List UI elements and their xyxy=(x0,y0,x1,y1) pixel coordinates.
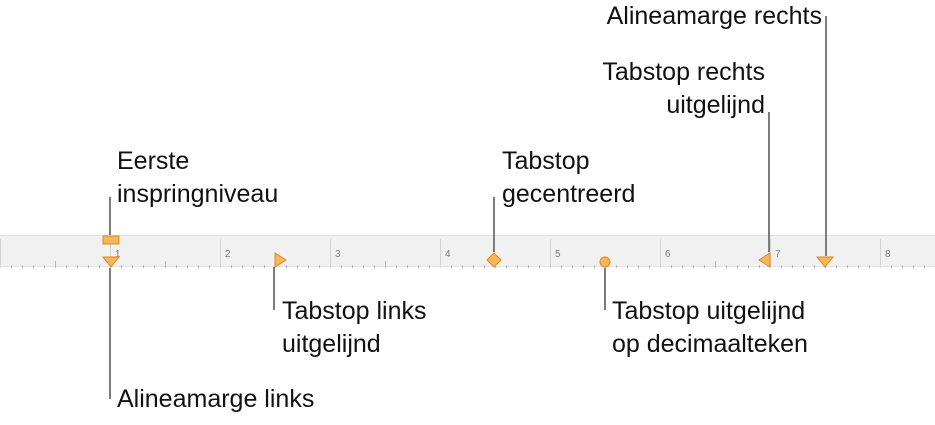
right-margin-marker[interactable] xyxy=(816,256,834,268)
left-tab-leader xyxy=(273,267,275,310)
first-indent-leader xyxy=(109,197,111,235)
left-margin-marker[interactable] xyxy=(102,256,120,268)
ruler-number: 3 xyxy=(335,249,341,260)
ruler-number: 7 xyxy=(775,249,781,260)
ruler-number: 8 xyxy=(885,249,891,260)
ruler: 1 2 3 4 5 6 7 8 xyxy=(0,235,935,268)
left-margin-label: Alineamarge links xyxy=(117,385,315,413)
ruler-number: 4 xyxy=(445,249,451,260)
right-margin-label: Alineamarge rechts xyxy=(606,2,822,30)
right-margin-leader xyxy=(825,16,827,256)
center-tab-marker[interactable] xyxy=(486,252,502,268)
ruler-number: 1 xyxy=(115,249,121,260)
decimal-tab-marker[interactable] xyxy=(598,255,612,269)
right-tab-leader xyxy=(768,112,770,252)
ruler-number: 6 xyxy=(665,249,671,260)
center-tab-leader xyxy=(493,197,495,252)
right-tab-marker[interactable] xyxy=(758,252,772,268)
decimal-tab-leader xyxy=(604,268,606,310)
left-tab-marker[interactable] xyxy=(273,252,287,268)
left-margin-leader xyxy=(109,268,111,399)
ruler-scale: 1 2 3 4 5 6 7 8 xyxy=(0,239,925,268)
ruler-number: 5 xyxy=(555,249,561,260)
first-line-indent-marker[interactable] xyxy=(102,235,120,246)
ruler-number: 2 xyxy=(225,249,231,260)
